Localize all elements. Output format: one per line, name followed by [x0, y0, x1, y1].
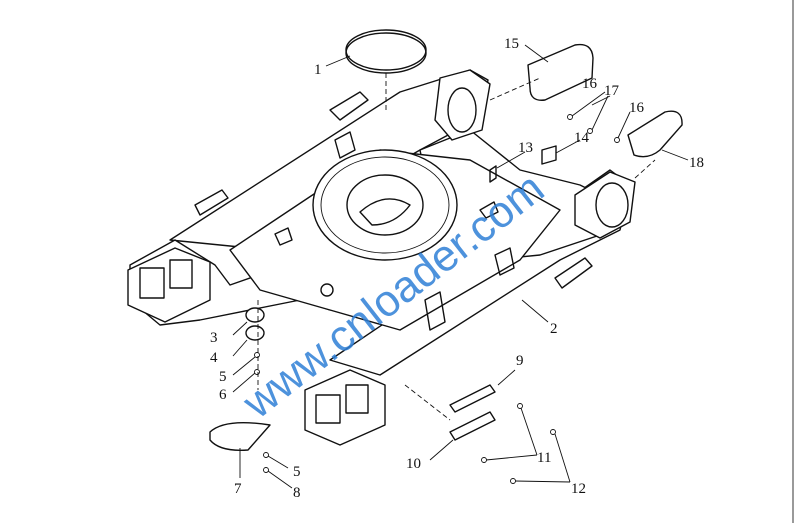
callout-5: 5 [293, 464, 301, 480]
callout-10: 10 [406, 456, 421, 472]
part-18-cover [627, 110, 689, 161]
callout-1: 1 [314, 62, 322, 78]
callout-7: 7 [234, 481, 242, 497]
callout-12: 12 [571, 481, 586, 497]
parts-16-17-bolts [567, 91, 631, 143]
callout-17: 17 [604, 83, 620, 99]
alignment-lines [385, 73, 656, 179]
callout-18: 18 [689, 155, 704, 171]
parts-9-12-assembly [404, 369, 571, 484]
part-15-cover [524, 43, 594, 101]
part-13-14-pads [489, 139, 581, 183]
callout-leaders [325, 55, 611, 106]
callout-15: 15 [504, 36, 519, 52]
parts-3-8-assembly [209, 300, 293, 489]
callout-4: 4 [210, 350, 218, 366]
callout-6: 6 [219, 387, 227, 403]
part-1-ring [345, 29, 427, 74]
callout-5: 5 [219, 369, 227, 385]
part-2-frame [127, 69, 636, 446]
callout-9: 9 [516, 353, 524, 369]
callout-2: 2 [550, 321, 558, 337]
callout-labels: 1 2 3 4 5 5 6 7 8 9 10 11 12 13 14 15 16… [210, 36, 704, 501]
callout-11: 11 [537, 450, 551, 466]
callout-3: 3 [210, 330, 218, 346]
callout-14: 14 [574, 130, 590, 146]
callout-13: 13 [518, 140, 533, 156]
callout-8: 8 [293, 485, 301, 501]
callout-16: 16 [582, 76, 598, 92]
callout-16: 16 [629, 100, 645, 116]
